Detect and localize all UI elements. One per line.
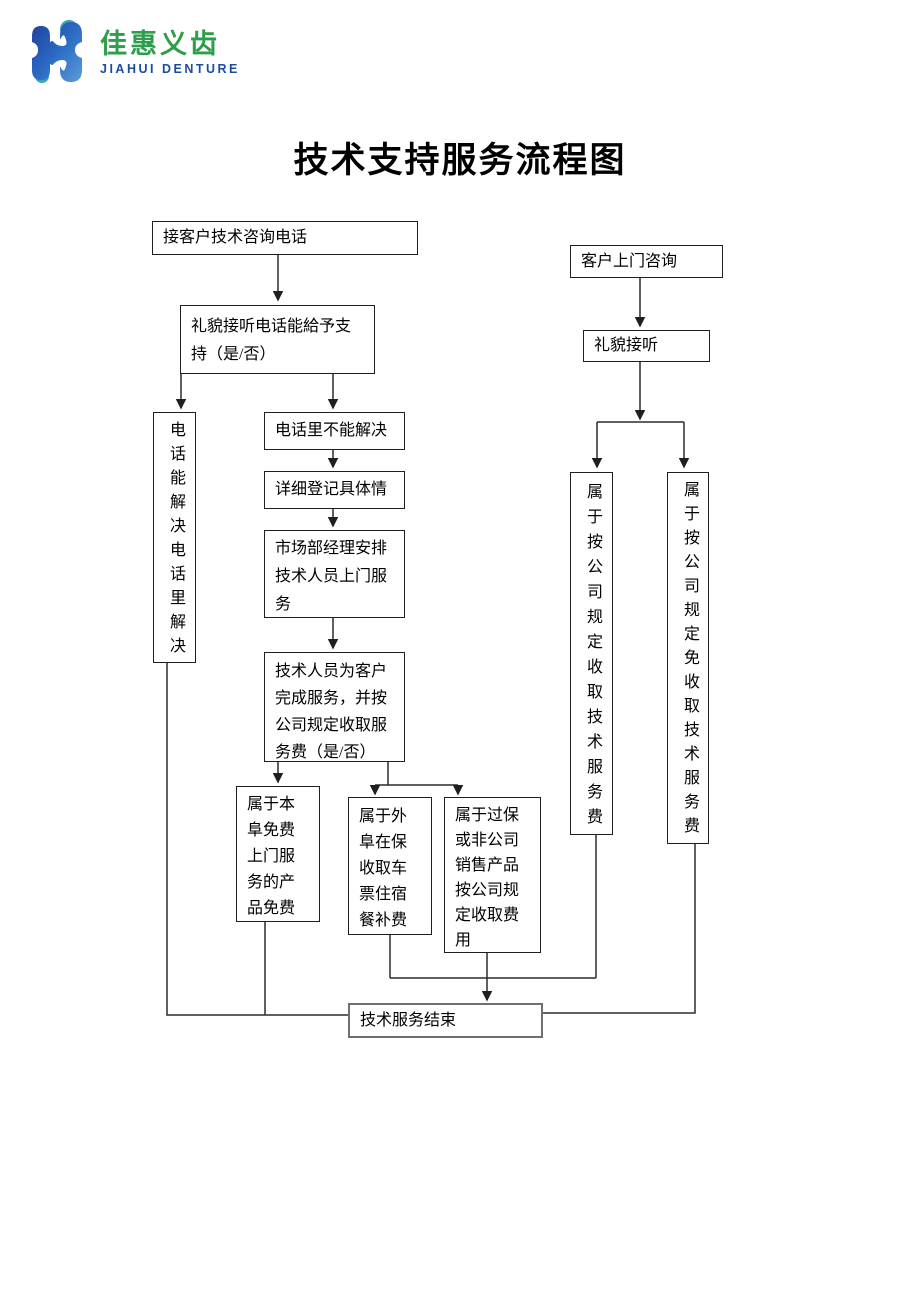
- node-phone-not-solved: 电话里不能解决: [264, 412, 405, 450]
- node-service-end: 技术服务结束: [348, 1003, 543, 1038]
- brand-name-cn: 佳惠义齿: [100, 28, 220, 59]
- node-local-free-service: 属于本 阜免费 上门服 务的产 品免费: [236, 786, 320, 922]
- node-visit-consult: 客户上门咨询: [570, 245, 723, 278]
- node-waive-service-fee: 属于按公司规定免收取技术服务费: [667, 472, 709, 844]
- node-receive-call: 接客户技术咨询电话: [152, 221, 418, 255]
- node-polite-answer-support: 礼貌接听电话能給予支 持（是/否）: [180, 305, 375, 374]
- node-phone-solved: 电话能解决电话里解决: [153, 412, 196, 663]
- jiahui-tooth-h-logo-icon: [32, 20, 82, 83]
- connector-waive-to-end: [543, 844, 696, 1014]
- page-title: 技术支持服务流程图: [293, 141, 627, 180]
- brand-name-en: JIAHUI DENTURE: [100, 62, 240, 77]
- node-out-of-town-fee: 属于外 阜在保 收取车 票住宿 餐补费: [348, 797, 432, 935]
- connector-phoneok-to-end: [166, 663, 348, 1016]
- node-charge-service-fee: 属于按公司规定收取技术服务费: [570, 472, 613, 835]
- node-register-details: 详细登记具体情: [264, 471, 405, 509]
- node-manager-arrange: 市场部经理安排 技术人员上门服 务: [264, 530, 405, 618]
- node-polite-answer: 礼貌接听: [583, 330, 710, 362]
- node-over-warranty-fee: 属于过保 或非公司 销售产品 按公司规 定收取费 用: [444, 797, 541, 953]
- company-logo: 佳惠义齿 JIAHUI DENTURE: [28, 14, 258, 92]
- node-tech-complete-service: 技术人员为客户 完成服务，并按 公司规定收取服 务费（是/否）: [264, 652, 405, 762]
